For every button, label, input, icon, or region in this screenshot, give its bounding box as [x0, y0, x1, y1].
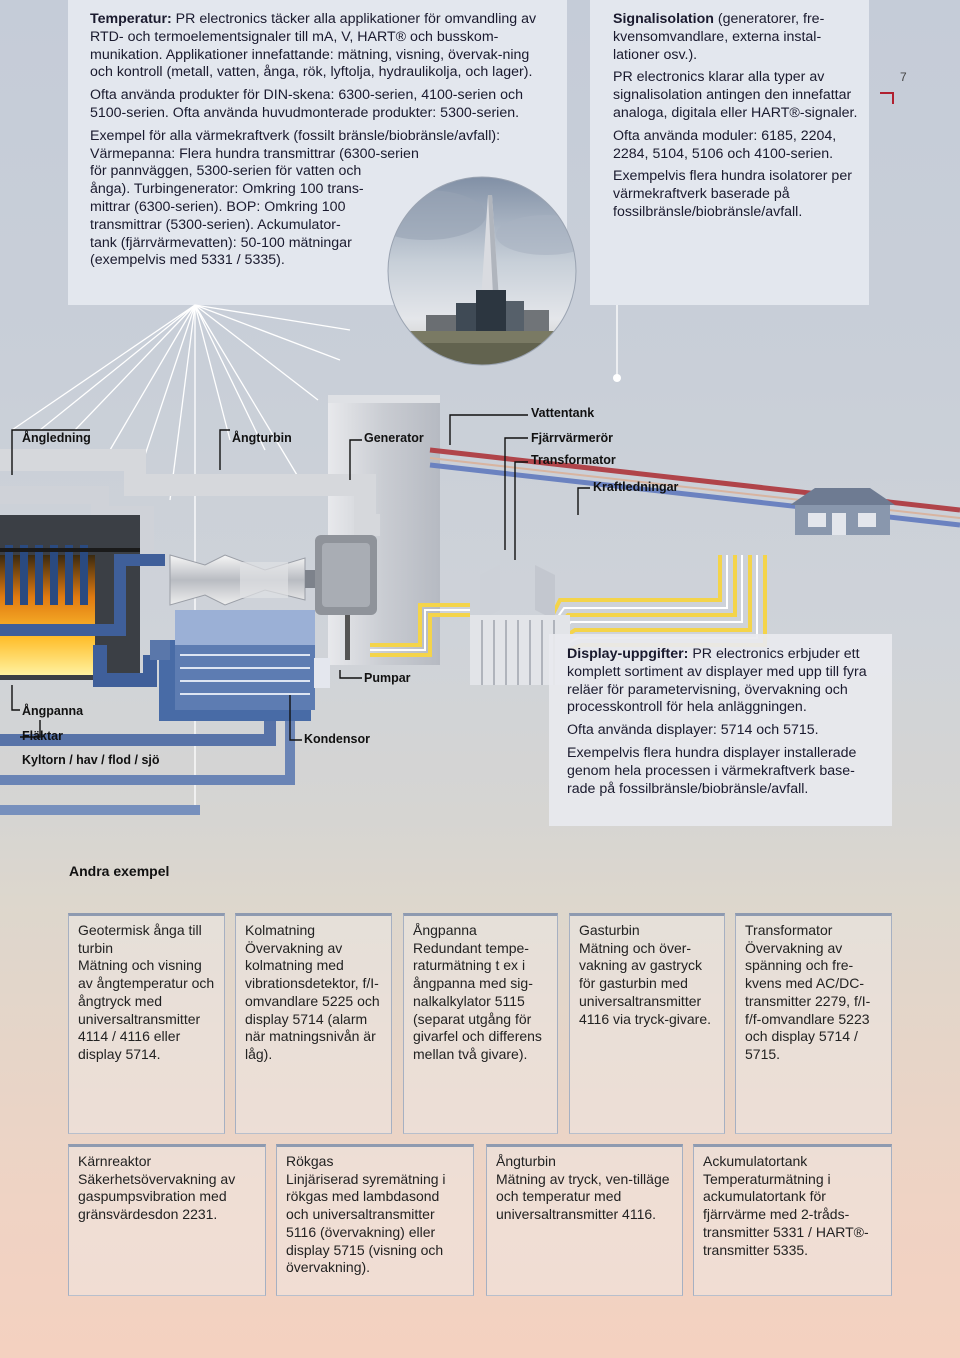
temperature-label: Temperatur: — [90, 11, 172, 27]
example-text: Exempel för alla värmekraftverk (fossilt… — [90, 128, 556, 270]
signal-p3: Ofta använda moduler: 6185, 2204, 2284, … — [613, 127, 837, 162]
intro-text: Temperatur: PR electronics täcker alla a… — [90, 11, 556, 270]
label-generator: Generator — [364, 431, 424, 445]
card-title: Gasturbin — [579, 922, 640, 938]
din-text: Ofta använda produkter för DIN-skena: 63… — [90, 87, 523, 121]
card-text: Linjäriserad syremätning i rökgas med la… — [286, 1170, 446, 1276]
card-title: Ångturbin — [496, 1153, 556, 1169]
display-panel — [549, 634, 892, 826]
plant-diagram — [0, 304, 960, 815]
card-angpanna: Ångpanna Redundant tempe-raturmätning t … — [403, 913, 558, 1134]
card-geotermisk: Geotermisk ånga till turbin Mätning och … — [68, 913, 225, 1134]
card-title: Transformator — [745, 922, 833, 938]
card-ackumulatortank: Ackumulatortank Temperaturmätning i acku… — [693, 1144, 892, 1296]
card-title: Kolmatning — [245, 922, 316, 938]
label-kraftledningar: Kraftledningar — [593, 480, 679, 494]
label-pumpar: Pumpar — [364, 671, 411, 685]
label-angturbin: Ångturbin — [232, 431, 292, 445]
card-text: Övervakning av spänning och fre-kvens me… — [745, 939, 871, 1062]
label-angpanna: Ångpanna — [22, 704, 84, 718]
card-title: Kärnreaktor — [78, 1153, 152, 1169]
example-line: transmittrar (5300-serien). Ackumulator- — [90, 216, 341, 233]
card-text: Mätning och över-vakning av gastryck för… — [579, 939, 712, 1027]
card-transformator: Transformator Övervakning av spänning oc… — [735, 913, 892, 1134]
display-intro: PR electronics erbjuder ett komplett sor… — [567, 646, 867, 716]
example-line: Värmepanna: Flera hundra transmittrar (6… — [90, 145, 419, 162]
example-line: mittrar (6300-serien). BOP: Omkring 100 — [90, 198, 346, 215]
display-text: Display-uppgifter: PR electronics erbjud… — [567, 646, 879, 803]
example-line: tank (fjärrvärmevatten): 50-100 mätninga… — [90, 234, 352, 251]
other-examples-title: Andra exempel — [69, 863, 170, 879]
card-rokgas: Rökgas Linjäriserad syremätning i rökgas… — [276, 1144, 474, 1296]
signal-text: Signalisolation (generatorer, fre-kvenso… — [613, 11, 858, 227]
display-p2: Ofta använda displayer: 5714 och 5715. — [567, 722, 819, 739]
display-p3: Exempelvis flera hundra displayer instal… — [567, 744, 857, 797]
signal-p2: PR electronics klarar alla typer av sign… — [613, 69, 858, 121]
power-plant-photo — [387, 176, 577, 366]
card-angturbin: Ångturbin Mätning av tryck, ven-tilläge … — [486, 1144, 683, 1296]
display-label: Display-uppgifter: — [567, 646, 689, 662]
corner-mark — [880, 92, 894, 104]
signal-p4: Exempelvis flera hundra isolatorer per v… — [613, 168, 852, 220]
card-gasturbin: Gasturbin Mätning och över-vakning av ga… — [569, 913, 725, 1134]
card-text: Mätning och visning av ångtemperatur och… — [78, 957, 215, 1062]
card-title: Rökgas — [286, 1153, 334, 1169]
temperature-text: PR electronics täcker alla applikationer… — [90, 11, 537, 81]
card-text: Säkerhetsövervakning av gaspumpsvibratio… — [78, 1170, 236, 1223]
example-line: för pannväggen, 5300-serien för vatten o… — [90, 163, 362, 180]
label-angledning: Ångledning — [22, 431, 91, 445]
signal-intro: (generatorer, fre-kvensomvandlare, exter… — [613, 11, 825, 63]
card-title: Geotermisk ånga till turbin — [78, 922, 202, 956]
example-line: (exempelvis med 5331 / 5335). — [90, 252, 285, 269]
card-text: Övervakning av kolmatning med vibrations… — [245, 939, 380, 1062]
label-kondensor: Kondensor — [304, 732, 370, 746]
label-fjarrvarmeror: Fjärrvärmerör — [531, 431, 613, 445]
card-text: Mätning av tryck, ven-tilläge och temper… — [496, 1170, 670, 1223]
card-text: Redundant tempe-raturmätning t ex i ångp… — [413, 939, 542, 1062]
example-line: Exempel för alla värmekraftverk (fossilt… — [90, 127, 501, 144]
signal-panel — [590, 0, 869, 305]
label-flaktar: Fläktar — [22, 729, 63, 743]
card-title: Ångpanna — [413, 922, 477, 938]
card-text: Temperaturmätning i ackumulatortank för … — [703, 1170, 869, 1258]
label-transformator: Transformator — [531, 453, 616, 467]
card-kolmatning: Kolmatning Övervakning av kolmatning med… — [235, 913, 392, 1134]
card-title: Ackumulatortank — [703, 1153, 808, 1169]
label-vattentank: Vattentank — [531, 406, 595, 420]
label-kyltorn: Kyltorn / hav / flod / sjö — [22, 753, 160, 767]
signal-label: Signalisolation — [613, 11, 714, 27]
page-number: 7 — [900, 70, 907, 84]
card-karnreaktor: Kärnreaktor Säkerhetsövervakning av gasp… — [68, 1144, 266, 1296]
example-line: ånga). Turbingenerator: Omkring 100 tran… — [90, 181, 364, 198]
